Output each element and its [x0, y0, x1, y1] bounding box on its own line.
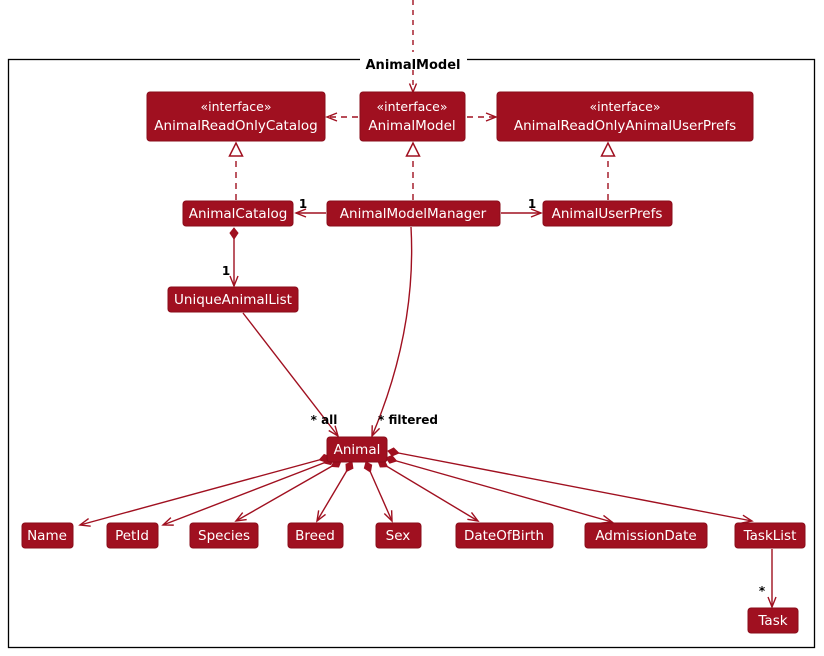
- node-animalcatalog[interactable]: AnimalCatalog: [182, 200, 294, 227]
- node-box[interactable]: [734, 522, 806, 549]
- node-box[interactable]: [359, 91, 466, 142]
- node-name: PetId: [115, 528, 149, 544]
- node-admissiondate[interactable]: AdmissionDate: [584, 522, 708, 549]
- node-task[interactable]: Task: [747, 607, 799, 634]
- node-name: Name: [27, 528, 67, 544]
- node-petid[interactable]: PetId: [106, 522, 159, 549]
- node-name: TaskList: [743, 528, 797, 544]
- node-animalreadonlyanimaluserprefs[interactable]: «interface» AnimalReadOnlyAnimalUserPref…: [496, 91, 754, 142]
- node-box[interactable]: [189, 522, 259, 549]
- label-task-multiplicity: *: [759, 584, 766, 598]
- node-animalmodelmanager[interactable]: AnimalModelManager: [326, 200, 501, 227]
- node-box[interactable]: [106, 522, 159, 549]
- node-name[interactable]: Name: [21, 522, 74, 549]
- node-box[interactable]: [496, 91, 754, 142]
- node-breed[interactable]: Breed: [287, 522, 344, 549]
- node-species[interactable]: Species: [189, 522, 259, 549]
- node-name: AdmissionDate: [595, 528, 696, 544]
- node-stereotype: «interface»: [200, 99, 271, 114]
- node-stereotype: «interface»: [376, 99, 447, 114]
- node-stereotype: «interface»: [589, 99, 660, 114]
- node-name: AnimalModel: [368, 118, 455, 134]
- frame-border: [7, 58, 816, 649]
- node-uniqueanimallist[interactable]: UniqueAnimalList: [167, 286, 299, 313]
- node-box[interactable]: [21, 522, 74, 549]
- node-name: DateOfBirth: [464, 528, 544, 544]
- node-box[interactable]: [584, 522, 708, 549]
- node-name: Species: [198, 528, 250, 544]
- node-sex[interactable]: Sex: [375, 522, 422, 549]
- label-filtered: * filtered: [378, 413, 438, 427]
- node-box[interactable]: [542, 200, 673, 227]
- node-box[interactable]: [146, 91, 326, 142]
- edge-animal-to-petid: [161, 456, 335, 526]
- node-animalreadonlycatalog[interactable]: «interface» AnimalReadOnlyCatalog: [146, 91, 326, 142]
- edge-animal-to-sex: [363, 461, 393, 523]
- node-name: AnimalReadOnlyCatalog: [154, 118, 317, 134]
- node-animalmodel[interactable]: «interface» AnimalModel: [359, 91, 466, 142]
- node-box[interactable]: [326, 436, 388, 463]
- node-name: AnimalModelManager: [340, 206, 487, 222]
- node-dateofbirth[interactable]: DateOfBirth: [455, 522, 554, 549]
- node-name: Animal: [334, 442, 381, 458]
- edge-uniqueanimallist-to-animal: [242, 312, 340, 438]
- edge-animal-to-breed: [316, 461, 354, 523]
- node-box[interactable]: [375, 522, 422, 549]
- node-box[interactable]: [182, 200, 294, 227]
- node-box[interactable]: [167, 286, 299, 313]
- node-box[interactable]: [287, 522, 344, 549]
- node-name: AnimalUserPrefs: [552, 206, 663, 222]
- node-box[interactable]: [747, 607, 799, 634]
- edge-manager-to-animal-filtered: [371, 226, 413, 438]
- node-tasklist[interactable]: TaskList: [734, 522, 806, 549]
- frame-title-backdrop: [360, 52, 467, 69]
- edge-animal-to-admissiondate: [385, 454, 614, 524]
- node-name: UniqueAnimalList: [174, 292, 292, 308]
- label-catalog-multiplicity: 1: [299, 197, 307, 211]
- edge-animal-to-name: [78, 453, 331, 527]
- edge-animal-to-tasklist: [387, 447, 754, 524]
- node-animaluserprefs[interactable]: AnimalUserPrefs: [542, 200, 673, 227]
- node-name: Breed: [295, 528, 335, 544]
- node-box[interactable]: [455, 522, 554, 549]
- node-name: AnimalCatalog: [189, 206, 288, 222]
- node-name: Task: [757, 613, 787, 629]
- node-name: Sex: [386, 528, 411, 544]
- node-name: AnimalReadOnlyAnimalUserPrefs: [514, 118, 736, 134]
- node-box[interactable]: [326, 200, 501, 227]
- label-userprefs-multiplicity: 1: [528, 197, 536, 211]
- label-uniqueanimallist-multiplicity: 1: [222, 264, 230, 278]
- label-all: * all: [311, 413, 338, 427]
- node-animal[interactable]: Animal: [326, 436, 388, 463]
- frame-title: AnimalModel: [366, 58, 461, 73]
